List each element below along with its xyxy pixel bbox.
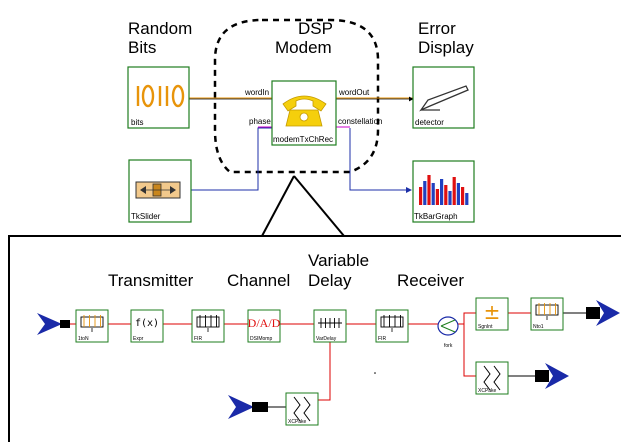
signint-symbol: ± — [484, 300, 501, 324]
detector-block[interactable]: detector — [412, 66, 475, 129]
port-constellation: constellation — [338, 117, 382, 126]
fir-icon — [535, 303, 559, 320]
slider-icon — [135, 181, 181, 199]
fir2-block[interactable]: FIR — [375, 309, 409, 343]
bar-graph-bar — [444, 185, 448, 205]
expression-icon: f(x) — [135, 318, 159, 329]
svg-text:Bits: Bits — [128, 38, 156, 57]
bar-graph-bar — [431, 183, 435, 205]
random-bits-heading: Random Bits — [128, 19, 192, 57]
svg-text:Random: Random — [128, 19, 192, 38]
receiver-heading: Receiver — [397, 271, 464, 290]
delay-icon — [318, 318, 342, 328]
output-arrow-top — [586, 300, 620, 326]
port-word-in: wordIn — [244, 88, 269, 97]
top-wires — [189, 96, 414, 193]
bits-icon — [136, 84, 185, 108]
vardelay-label: VarDelay — [316, 336, 337, 342]
zoom-lines — [261, 175, 345, 237]
variable-heading: Variable — [308, 251, 369, 270]
expr-block[interactable]: f(x) Expr — [130, 309, 164, 343]
phone-icon — [282, 95, 327, 127]
fir-icon — [380, 315, 404, 332]
bar-graph-bar — [423, 181, 427, 205]
bar-graph-bar — [427, 175, 431, 205]
fork-icon — [440, 319, 456, 333]
svg-text:Display: Display — [418, 38, 474, 57]
one-to-n-label: 1toN — [78, 336, 89, 342]
bar-graph-bar — [461, 187, 465, 205]
slider-label: TkSlider — [131, 212, 161, 221]
fir2-label: FIR — [378, 336, 386, 342]
xcpake2-label: XCPake — [478, 388, 497, 394]
pen-icon — [419, 85, 469, 112]
signint-label: SgnInt — [478, 324, 493, 330]
dac-icon: D/A/D — [248, 316, 281, 330]
bottom-wires — [60, 312, 590, 408]
one-to-n-block[interactable]: 1toN — [75, 309, 109, 343]
transmitter-heading: Transmitter — [108, 271, 194, 290]
bar-graph-icon — [419, 175, 469, 205]
modem-dashed-outline — [213, 18, 380, 174]
bottom-frame — [8, 235, 621, 442]
input-arrow-bottom — [228, 395, 268, 419]
port-word-out: wordOut — [338, 88, 370, 97]
vardelay-block[interactable]: VarDelay — [313, 309, 347, 343]
xcpake1-block[interactable]: XCPake — [285, 392, 319, 426]
dac-text: D/A/D — [248, 316, 281, 330]
channel-heading: Channel — [227, 271, 290, 290]
detector-label: detector — [415, 118, 444, 127]
svg-text:DSP: DSP — [298, 19, 333, 38]
svg-text:Error: Error — [418, 19, 456, 38]
nto1-block[interactable]: Nto1 — [530, 297, 564, 331]
output-arrow-bottom — [535, 363, 569, 389]
fir1-block[interactable]: FIR — [191, 309, 225, 343]
modem-block[interactable]: modemTxChRec — [271, 80, 337, 146]
input-arrow — [37, 313, 70, 335]
nto1-label: Nto1 — [533, 324, 544, 330]
xcpake2-block[interactable]: XCPake — [475, 361, 509, 395]
dsp-modem-heading: DSP Modem — [275, 19, 333, 57]
bits-block[interactable]: bits — [127, 66, 190, 129]
fir-icon — [196, 315, 220, 332]
dsimomp-label: DSIMomp — [250, 336, 272, 342]
error-display-heading: Error Display — [418, 19, 474, 57]
expr-text: f(x) — [135, 318, 159, 329]
bar-graph-bar — [456, 183, 460, 205]
bar-graph-bar — [452, 177, 456, 205]
bar-graph-bar — [435, 189, 439, 205]
fir1-label: FIR — [194, 336, 202, 342]
modem-label: modemTxChRec — [273, 135, 333, 144]
delay-heading: Delay — [308, 271, 352, 290]
slider-block[interactable]: TkSlider — [128, 159, 192, 223]
xcpake1-label: XCPake — [288, 419, 307, 425]
squiggle-icon — [483, 365, 501, 391]
bar-graph-bar — [440, 179, 444, 205]
bar-graph-bar — [419, 187, 423, 205]
fir-icon — [80, 315, 104, 332]
expr-label: Expr — [133, 336, 144, 342]
svg-text:Modem: Modem — [275, 38, 332, 57]
bar-graph-bar — [448, 191, 452, 205]
stray-dot — [374, 372, 376, 374]
bar-graph-bar — [465, 193, 469, 205]
bargraph-block[interactable]: TkBarGraph — [412, 160, 475, 223]
plus-minus-icon: ± — [484, 300, 501, 324]
fork-block[interactable]: fork — [437, 316, 459, 349]
bargraph-label: TkBarGraph — [414, 212, 458, 221]
signint-block[interactable]: ±SgnInt — [475, 297, 509, 331]
bits-label: bits — [131, 118, 143, 127]
squiggle-icon — [293, 396, 311, 422]
port-phase: phase — [249, 117, 271, 126]
fork-label: fork — [444, 343, 453, 349]
dsimomp-block[interactable]: D/A/D DSIMomp — [247, 309, 281, 343]
